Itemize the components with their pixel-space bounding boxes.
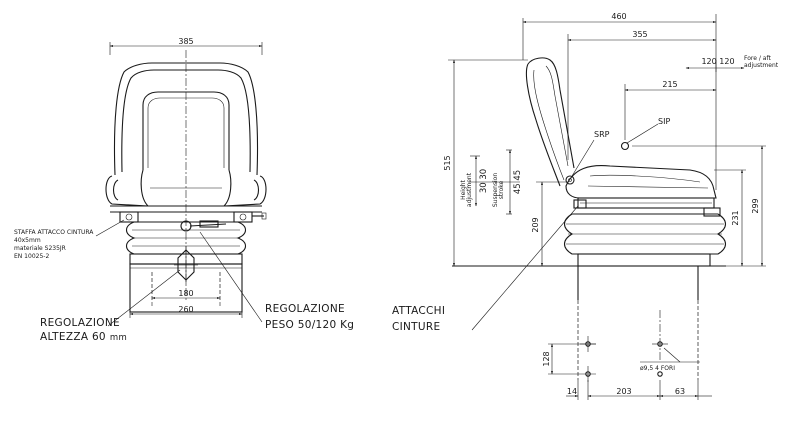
belt-anchors-line2: CINTURE (392, 321, 440, 333)
depth-460-label: 460 (611, 12, 626, 21)
belt-bracket-line3: materiale S235JR (14, 245, 66, 252)
seat-base (129, 246, 243, 313)
height-adjust-callout: REGOLAZIONE ALTEZZA 60 mm (40, 269, 181, 343)
mounting-pattern: 128 ø9,5 4 FORI 14 203 63 (542, 336, 712, 400)
fore-aft-label-2: adjustment (744, 62, 779, 69)
fore-aft-dimension: 120 120 Fore / aft adjustment (685, 55, 779, 72)
height-adj-values: 30 30 (479, 169, 489, 193)
height-adjust-unit: mm (110, 333, 127, 343)
backrest (113, 62, 259, 176)
suspension-stroke-dimension: Suspension stroke 45 45 (492, 149, 523, 215)
base-outer-label: 260 (178, 305, 193, 314)
dim-231: 231 (714, 169, 746, 267)
belt-anchors-line1: ATTACCHI (392, 305, 445, 317)
height-adjust-line2: ALTEZZA 60 mm (40, 331, 127, 343)
weight-adjust-knob (180, 220, 227, 232)
belt-bracket-right (233, 211, 267, 223)
height-515-dimension: 515 (443, 59, 528, 267)
mount-hole-3 (652, 341, 668, 347)
mount-hole-1 (580, 336, 596, 352)
srp-label: SRP (594, 130, 610, 139)
front-width-dimension: 385 (109, 37, 263, 55)
sip-point: SIP (620, 117, 670, 151)
height-adj-label-1: Height (460, 179, 467, 199)
belt-bracket-callout: STAFFA ATTACCO CINTURA 40x5mm materiale … (14, 219, 125, 260)
dim-231-label: 231 (731, 210, 740, 225)
suspension-bellows-side (563, 213, 727, 267)
base-inner-dimension: 180 (151, 289, 221, 306)
suspension-values: 45 45 (513, 170, 523, 194)
weight-adjust-line2: PESO 50/120 Kg (265, 319, 354, 331)
belt-anchors-callout: ATTACCHI CINTURE (392, 205, 579, 333)
base-outer-dimension: 260 (129, 305, 243, 318)
height-adjust-line1: REGOLAZIONE (40, 317, 120, 329)
weight-adjust-callout: REGOLAZIONE PESO 50/120 Kg (199, 231, 354, 331)
dim-63-label: 63 (675, 387, 685, 396)
fore-aft-label-1: Fore / aft (744, 55, 771, 62)
mount-hole-2 (585, 366, 591, 382)
fore-aft-values: 120 120 (701, 57, 734, 66)
dim-209-label: 209 (531, 217, 540, 232)
dim-299-label: 299 (751, 198, 760, 213)
suspension-label-1: Suspension (492, 173, 499, 208)
sip-label: SIP (658, 117, 670, 126)
base-side (577, 266, 699, 380)
seat-cushion-side (565, 164, 717, 199)
belt-bracket-line4: EN 10025-2 (14, 253, 49, 260)
dim-14-label: 14 (567, 387, 577, 396)
height-adjustment-dimension: Height adjustment 30 30 (460, 155, 520, 207)
mount-hole-4 (657, 371, 663, 377)
seat-cushion (105, 169, 267, 213)
dim-128-label: 128 (542, 351, 551, 366)
height-adjust-value: ALTEZZA 60 (40, 331, 106, 343)
dim-299: 299 (632, 145, 766, 267)
belt-bracket-left (119, 211, 139, 223)
front-view: 385 (14, 37, 354, 343)
backrest-side (525, 57, 575, 187)
belt-bracket-line1: STAFFA ATTACCO CINTURA (14, 229, 94, 236)
height-515-label: 515 (443, 155, 452, 170)
dim-215: 215 (624, 80, 717, 140)
base-inner-label: 180 (178, 289, 193, 298)
weight-adjust-line1: REGOLAZIONE (265, 303, 345, 315)
srp-point: SRP (565, 130, 610, 185)
depth-355-label: 355 (632, 30, 647, 39)
front-width-label: 385 (178, 37, 193, 46)
depth-355-dimension: 355 (567, 30, 717, 160)
belt-bracket-line2: 40x5mm (14, 237, 41, 244)
dim-209: 209 (531, 181, 568, 267)
dim-203-label: 203 (616, 387, 631, 396)
suspension-label-2: stroke (498, 180, 505, 199)
height-adj-label-2: adjustment (466, 172, 473, 207)
depth-460-dimension: 460 (522, 12, 717, 190)
suspension-platform (573, 197, 721, 217)
dim-215-label: 215 (662, 80, 677, 89)
mount-holes-label: ø9,5 4 FORI (640, 365, 675, 372)
side-view: 460 355 120 120 Fore / aft adjustment 21… (392, 12, 779, 380)
